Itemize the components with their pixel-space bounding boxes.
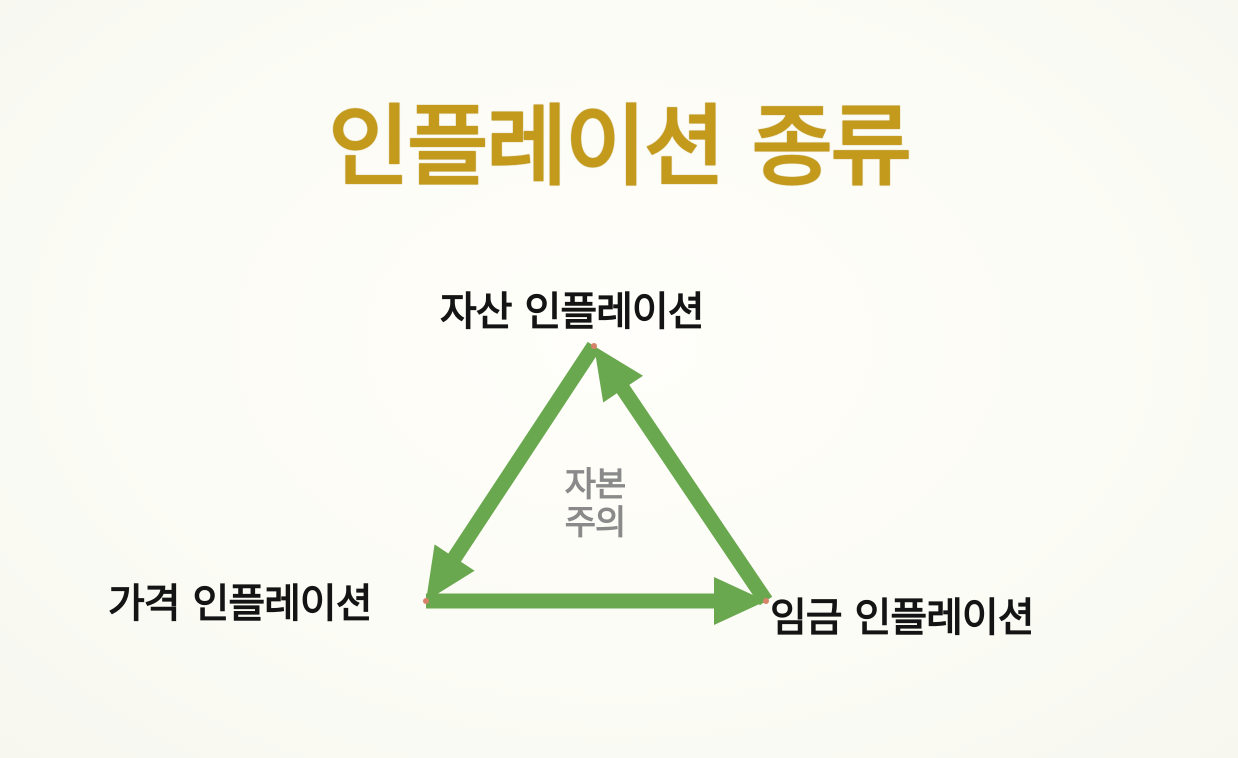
vertex-dot-left	[423, 598, 429, 604]
capitalism-label-line1: 자본	[564, 465, 627, 505]
vertex-dot-top	[591, 343, 597, 349]
vertex-dot-right	[763, 598, 769, 604]
arrow-asset-to-price	[426, 341, 601, 601]
arrow-price-to-wage	[426, 577, 766, 625]
capitalism-label-line2: 주의	[564, 503, 627, 543]
page-title: 인플레이션 종류	[328, 95, 911, 198]
price-inflation-label: 가격 인플레이션	[108, 581, 373, 627]
arrow-wage-to-asset	[594, 346, 773, 606]
capitalism-label: 자본 주의	[540, 466, 650, 542]
asset-inflation-label: 자산 인플레이션	[440, 289, 705, 335]
wage-inflation-label: 임금 인플레이션	[770, 595, 1035, 641]
